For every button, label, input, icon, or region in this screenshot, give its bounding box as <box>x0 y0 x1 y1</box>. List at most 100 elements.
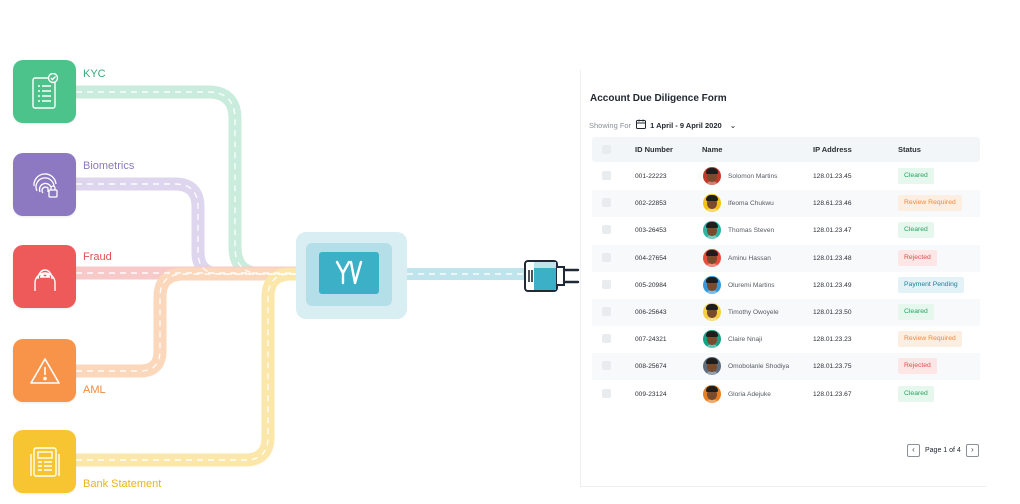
cell-name: Aminu Hassan <box>728 254 771 262</box>
bank-statement-tile <box>13 430 76 493</box>
page-indicator: Page 1 of 4 <box>925 446 961 454</box>
avatar <box>703 221 721 240</box>
row-checkbox[interactable] <box>602 307 611 316</box>
column-header-id[interactable]: ID Number <box>635 145 673 154</box>
aml-label: AML <box>83 384 106 396</box>
kyc-tile <box>13 60 76 123</box>
table-row[interactable]: 002-22853 Ifeoma Chukwu 128.61.23.46 Review… <box>592 190 980 218</box>
fraud-label: Fraud <box>83 251 112 263</box>
kyc-document-icon <box>30 72 60 111</box>
table-row[interactable]: 008-25674 Omobolanle Shodiya 128.01.23.75 R… <box>592 353 980 381</box>
fraud-tile <box>13 245 76 308</box>
cell-ip: 128.01.23.45 <box>813 173 852 180</box>
youverify-hub <box>296 232 407 319</box>
date-filter[interactable]: Showing For 1 April - 9 April 2020 ⌄ <box>589 119 736 131</box>
bank-statement-label: Bank Statement <box>83 478 162 490</box>
fingerprint-icon <box>28 168 62 202</box>
calendar-icon <box>636 116 647 134</box>
pagination: ‹ Page 1 of 4 › <box>907 443 979 457</box>
cell-name: Ifeoma Chukwu <box>728 200 774 208</box>
avatar <box>703 330 721 349</box>
cell-ip: 128.01.23.49 <box>813 281 852 289</box>
hub-inner <box>306 243 392 306</box>
cell-ip: 128.01.23.75 <box>813 363 852 371</box>
status-badge: Cleared <box>898 385 934 402</box>
cell-id: 005-20984 <box>635 281 667 289</box>
column-header-ip[interactable]: IP Address <box>813 145 852 154</box>
panel-title: Account Due Diligence Form <box>590 93 727 104</box>
avatar <box>703 194 721 213</box>
cell-ip: 128.01.23.23 <box>813 336 852 344</box>
cell-ip: 128.01.23.67 <box>813 390 852 398</box>
column-header-name[interactable]: Name <box>702 145 723 154</box>
cell-ip: 128.01.23.48 <box>813 254 852 262</box>
select-all-checkbox[interactable] <box>602 145 611 154</box>
cell-id: 008-25674 <box>635 363 667 371</box>
filter-label: Showing For <box>589 120 632 130</box>
row-checkbox[interactable] <box>602 361 611 371</box>
status-badge: Cleared <box>898 304 934 320</box>
table-row[interactable]: 004-27654 Aminu Hassan 128.01.23.48 Rejecte… <box>592 244 980 272</box>
avatar <box>703 248 721 267</box>
avatar <box>703 167 721 185</box>
cell-id: 007-24321 <box>635 336 667 344</box>
row-checkbox[interactable] <box>602 198 611 208</box>
avatar <box>703 303 721 321</box>
cell-id: 006-25643 <box>635 309 667 316</box>
status-badge: Rejected <box>898 358 937 375</box>
column-header-status[interactable]: Status <box>898 145 921 154</box>
cell-id: 004-27654 <box>635 254 667 262</box>
row-checkbox[interactable] <box>602 388 611 398</box>
cell-id: 001-22223 <box>635 173 667 180</box>
table-row[interactable]: 005-20984 Oluremi Martins 128.01.23.49 Paym… <box>592 272 980 299</box>
table-row[interactable]: 001-22223 Solomon Martins 128.01.23.45 Clea… <box>592 163 980 190</box>
table-row[interactable]: 009-23124 Gloria Adejuke 128.01.23.67 Clear… <box>592 381 980 408</box>
hub-logo-card <box>319 252 379 294</box>
status-badge: Rejected <box>898 249 937 266</box>
kyc-label: KYC <box>83 68 106 80</box>
status-badge: Review Required <box>898 331 962 348</box>
row-checkbox[interactable] <box>602 171 611 180</box>
chevron-down-icon[interactable]: ⌄ <box>729 120 737 130</box>
status-badge: Payment Pending <box>898 276 964 293</box>
cell-ip: 128.61.23.46 <box>813 200 852 208</box>
cell-name: Solomon Martins <box>728 173 778 180</box>
status-badge: Review Required <box>898 195 962 212</box>
cell-name: Timothy Owoyele <box>728 309 779 316</box>
aml-tile <box>13 339 76 402</box>
table-row[interactable]: 006-25643 Timothy Owoyele 128.01.23.50 Clea… <box>592 299 980 326</box>
cell-id: 002-22853 <box>635 200 667 208</box>
cell-ip: 128.01.23.47 <box>813 227 852 235</box>
bank-statement-icon <box>28 444 62 480</box>
youverify-logo-icon <box>335 260 363 285</box>
avatar <box>703 275 721 294</box>
avatar <box>703 357 721 376</box>
cell-name: Omobolanle Shodiya <box>728 363 790 371</box>
cell-name: Claire Nnaji <box>728 336 763 344</box>
table-row[interactable]: 007-24321 Claire Nnaji 128.01.23.23 Review … <box>592 326 980 353</box>
hooded-person-icon <box>28 259 62 295</box>
row-checkbox[interactable] <box>602 334 611 344</box>
row-checkbox[interactable] <box>602 279 611 289</box>
prev-page-button[interactable]: ‹ <box>907 443 920 457</box>
next-page-button[interactable]: › <box>965 443 979 457</box>
cell-id: 009-23124 <box>635 390 667 398</box>
status-badge: Cleared <box>898 222 934 239</box>
table-header: ID Number Name IP Address Status <box>592 137 980 162</box>
cell-ip: 128.01.23.50 <box>813 309 852 316</box>
date-range: 1 April - 9 April 2020 <box>650 120 722 130</box>
table-row[interactable]: 003-26453 Thomas Steven 128.01.23.47 Cleare… <box>592 217 980 244</box>
avatar <box>703 384 721 403</box>
warning-triangle-icon <box>28 356 62 386</box>
cell-id: 003-26453 <box>635 227 667 235</box>
row-checkbox[interactable] <box>602 252 611 262</box>
cell-name: Gloria Adejuke <box>728 390 771 398</box>
biometrics-label: Biometrics <box>83 160 135 172</box>
status-badge: Cleared <box>898 168 934 184</box>
cell-name: Thomas Steven <box>728 227 775 235</box>
plug-connector-icon <box>520 259 582 298</box>
row-checkbox[interactable] <box>602 225 611 235</box>
biometrics-tile <box>13 153 76 216</box>
cell-name: Oluremi Martins <box>728 281 775 289</box>
